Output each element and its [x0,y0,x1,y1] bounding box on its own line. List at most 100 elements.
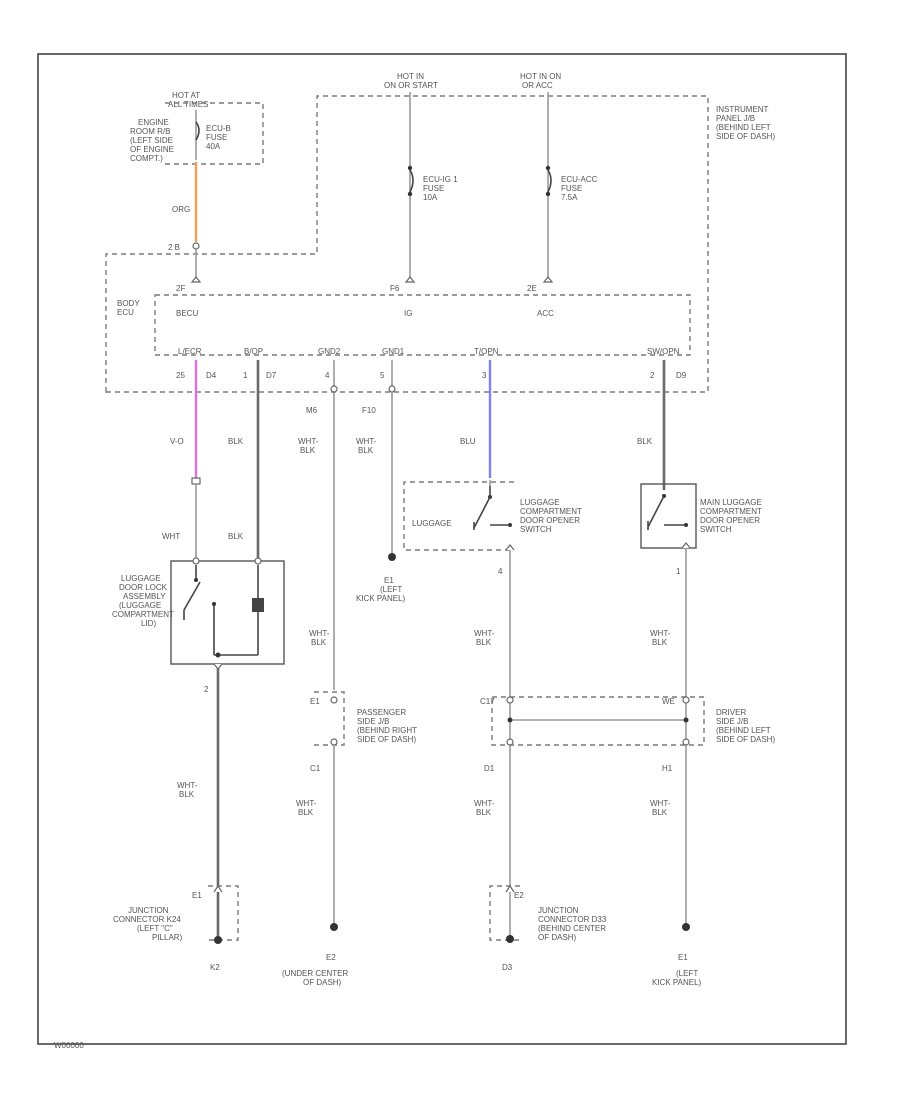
lock-assembly-box [170,560,285,665]
body-ecu: 2F F6 2E BODY ECU BECU IG ACC L/ECR B/OP… [117,249,691,415]
main-switch-pin [681,542,691,549]
diagram-code: W00000 [54,1041,84,1050]
ig1-fuse-node-bottom [407,191,413,197]
blk-wire-label-lower: BLK [228,532,244,541]
ecu-b-fuse-3: 40A [206,142,221,151]
driver-jb-pin-right-top [682,696,690,704]
ground-e1-right-symbol [682,923,690,931]
driver-jb-label-2: SIDE J/B [716,717,748,726]
pink-wire-connector [191,477,201,485]
driver-jb-left-connector: C17 [480,697,495,706]
luggage-switch-pin-label: 4 [498,567,503,576]
upper-connector-pin [192,242,200,250]
diagram-frame [37,53,847,1045]
ground-e2-label-1: E2 [326,953,336,962]
acc-fuse-1: ECU-ACC [561,175,598,184]
luggage-switch-label-1: LUGGAGE [520,498,560,507]
e2-wire-label-1: WHT- [296,799,317,808]
gnd2-wire-label-1: WHT- [298,437,319,446]
driver-jb-box [491,696,705,746]
main-switch-label-2: COMPARTMENT [700,507,762,516]
driver-jb-node-left [507,717,513,723]
becu-input-label: BECU [176,309,198,318]
lock-switch-pivot [194,578,198,582]
luggage-ground-label-2: BLK [476,638,492,647]
junction-k24-box [208,885,239,941]
passenger-jb-label-4: SIDE OF DASH) [357,735,416,744]
driver-jb-right-connector: WE [662,697,675,706]
junction-k24-label-3: (LEFT "C" [137,924,173,933]
pin-d9: D9 [676,371,687,380]
gnd1-wire-label-2: BLK [358,446,374,455]
body-ecu-box [154,294,691,356]
luggage-switch-label-2: COMPARTMENT [520,507,582,516]
pin-25: 25 [176,371,185,380]
driver-jb-node-right [683,717,689,723]
passenger-jb-label-2: SIDE J/B [357,717,389,726]
conn-gnd1: GND1 [382,347,405,356]
luggage-switch-box [403,481,514,551]
pin-1: 1 [243,371,248,380]
conn-gnd2: GND2 [318,347,341,356]
luggage-switch-label-4: SWITCH [520,525,552,534]
ecu-b-fuse-1: ECU-B [206,124,231,133]
luggage-ground-label-1: WHT- [474,629,495,638]
junction-d33-label-3: (BEHIND CENTER [538,924,606,933]
junction-k24-pin [213,884,223,893]
lock-ground-wire-label-2: BLK [179,790,195,799]
becu-pin-label: 2F [176,284,185,293]
passenger-wire-label-2: BLK [311,638,327,647]
instrument-panel-box [105,95,709,393]
driver-jb-left-lower: D1 [484,764,495,773]
main-ground-label-1: WHT- [650,629,671,638]
lock-solenoid-symbol [252,598,264,612]
ground-k2-label: K2 [210,963,220,972]
becu-pin [190,276,202,283]
ground-d3-label: D3 [502,963,513,972]
ground-d3-symbol [506,935,514,943]
ground-e1-right-3: KICK PANEL) [652,978,702,987]
luggage-switch-label-3: DOOR OPENER [520,516,580,525]
passenger-jb-box [314,691,345,746]
pin-d4: D4 [206,371,217,380]
gnd2-wire-label-2: BLK [300,446,316,455]
blue-wire-label: BLU [460,437,476,446]
ig1-fuse-1: ECU-IG 1 [423,175,458,184]
engine-location-5: COMPT.) [130,154,163,163]
junction-connector-d33: E2 JUNCTION CONNECTOR D33 (BEHIND CENTER… [489,884,607,972]
lock-switch-blade [183,581,201,611]
engine-location-4: OF ENGINE [130,145,174,154]
m6-label: M6 [306,406,318,415]
junction-d33-pin [505,884,515,893]
conn-swopn: SW/OPN [647,347,680,356]
lock-label-4: (LUGGAGE [119,601,161,610]
main-switch-blade [647,495,665,528]
passenger-jb-label-3: (BEHIND RIGHT [357,726,417,735]
lock-label-1: LUGGAGE [121,574,161,583]
luggage-ground-label-3: WHT- [474,799,495,808]
luggage-opener-switch: LUGGAGE LUGGAGE COMPARTMENT DOOR OPENER … [403,481,582,576]
engine-hot-label-1: HOT AT [172,91,200,100]
conn-lecr: L/ECR [178,347,202,356]
main-switch-bottom-node [684,523,688,527]
ecu-b-fuse-2: FUSE [206,133,227,142]
acc-fuse-3: 7.5A [561,193,578,202]
acc-pin-label: 2E [527,284,537,293]
blk-wire-label-top: BLK [228,437,244,446]
ig1-hot-1: HOT IN [397,72,424,81]
ground-e2-label-3: OF DASH) [303,978,342,987]
luggage-switch-pin [505,544,515,551]
junction-connector-k24: E1 JUNCTION CONNECTOR K24 (LEFT "C" PILL… [113,884,239,972]
ground-k2-symbol [214,936,222,944]
ip-location-1: INSTRUMENT [716,105,769,114]
lock-label-6: LID) [141,619,156,628]
pin-d7: D7 [266,371,277,380]
acc-pin [542,276,554,283]
engine-room-block: HOT AT ALL TIMES ENGINE ROOM R/B (LEFT S… [130,91,264,165]
f10-label: F10 [362,406,376,415]
junction-d33-label-4: OF DASH) [538,933,577,942]
main-luggage-opener-switch: MAIN LUGGAGE COMPARTMENT DOOR OPENER SWI… [640,483,762,576]
ig-input-label: IG [404,309,412,318]
ground-e1-left-3: KICK PANEL) [356,594,406,603]
